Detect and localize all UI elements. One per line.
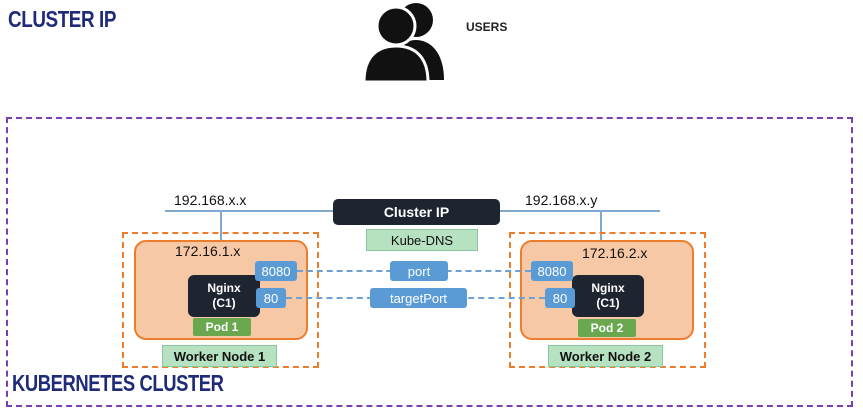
cluster-ip-service: Cluster IP [333,199,500,225]
container-name: Nginx [207,281,241,295]
container-name: Nginx [591,281,625,295]
port-box-node-2: 8080 [531,261,573,281]
target-port-label: targetPort [370,288,467,308]
connector-right [600,211,602,241]
worker-node-2-label: Worker Node 2 [548,345,663,367]
port-label: port [390,261,448,281]
connector-left [220,211,222,241]
users-label: USERS [466,20,508,34]
worker-node-1-boundary [122,232,319,368]
users-icon [362,3,444,82]
host-ip-left: 192.168.x.x [174,192,247,208]
pod-2-label: Pod 2 [578,319,636,337]
nginx-container-2: Nginx (C1) [572,275,644,317]
port-box-node-1: 8080 [255,261,297,281]
worker-node-2-boundary [509,232,706,368]
kubernetes-cluster-label: KUBERNETES CLUSTER [12,370,224,396]
page-title: CLUSTER IP [8,6,117,32]
target-port-box-node-2: 80 [545,288,575,308]
pod-1-label: Pod 1 [193,318,251,336]
nginx-container-1: Nginx (C1) [188,275,260,317]
container-id: (C1) [596,296,620,310]
kubernetes-cluster-boundary [6,117,853,407]
worker-node-1-label: Worker Node 1 [162,345,277,367]
pod-network-ip-2: 172.16.2.x [582,245,648,261]
pod-network-ip-1: 172.16.1.x [175,243,241,259]
target-port-box-node-1: 80 [256,288,286,308]
host-ip-right: 192.168.x.y [525,192,598,208]
kube-dns-label: Kube-DNS [366,229,478,251]
container-id: (C1) [212,296,236,310]
